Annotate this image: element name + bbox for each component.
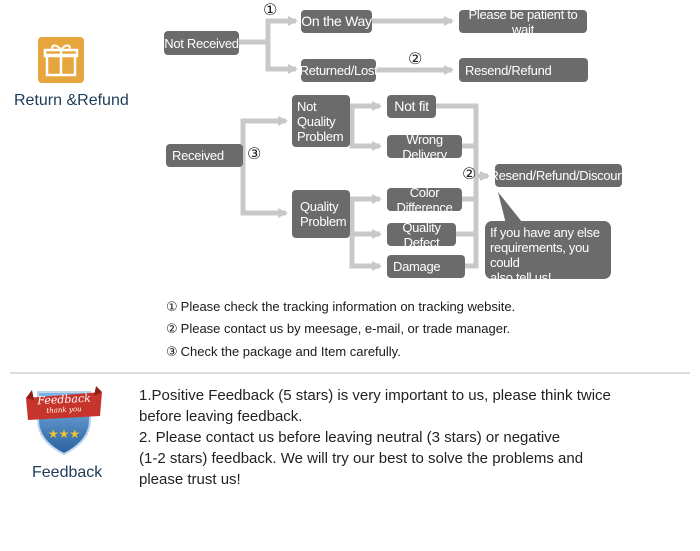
quality-defect-box: Quality Defect [387, 220, 456, 250]
not-received-box: Not Received [164, 31, 239, 55]
not-fit-box: Not fit [387, 95, 436, 118]
note-2-text: Please contact us by meesage, e-mail, or… [180, 321, 511, 336]
received-box: Received [166, 144, 243, 167]
not-quality-problem-box: Not Quality Problem [292, 95, 350, 147]
resend-refund-box: Resend/Refund [459, 58, 588, 82]
marker-2-top: ② [408, 49, 423, 68]
return-refund-title: Return &Refund [14, 92, 129, 109]
color-difference-box: Color Difference [387, 185, 462, 215]
note-1-text: Please check the tracking information on… [180, 299, 516, 314]
marker-2-right: ② [462, 164, 477, 183]
note-3-number: ③ [166, 345, 178, 360]
returned-lost-box: Returned/Lost [300, 59, 378, 82]
gift-box-icon [38, 37, 84, 83]
note-2-number: ② [166, 322, 178, 337]
marker-1: ① [263, 0, 278, 19]
wrong-delivery-box: Wrong Delivery [387, 132, 462, 162]
requirements-bubble: If you have any else requirements, you c… [485, 221, 611, 285]
marker-3: ③ [247, 144, 262, 163]
on-the-way-box: On the Way [301, 10, 372, 33]
shield-stars-icon: ★★★ [26, 386, 102, 456]
feedback-line-2: 2. Please contact us before leaving neut… [139, 429, 584, 488]
please-wait-box: Please be patient to wait [459, 7, 587, 37]
quality-problem-box: Quality Problem [292, 190, 350, 238]
damage-box: Damage [387, 255, 465, 278]
svg-text:★★★: ★★★ [48, 427, 80, 441]
note-1-number: ① [166, 300, 178, 315]
resend-refund-discount-box: Resend/Refund/Discount [490, 164, 628, 187]
feedback-title: Feedback [32, 464, 103, 481]
note-3-text: Check the package and Item carefully. [180, 344, 401, 359]
feedback-line-1: 1.Positive Feedback (5 stars) is very im… [139, 387, 611, 425]
